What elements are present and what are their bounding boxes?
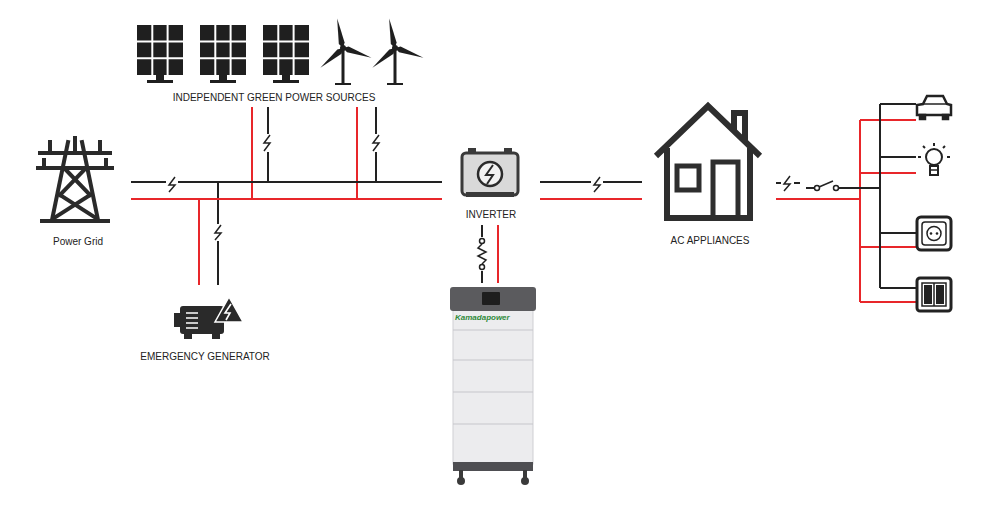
battery-cabinet bbox=[450, 287, 536, 485]
switch-icon bbox=[917, 278, 951, 311]
node-label: EMERGENCY GENERATOR bbox=[127, 351, 283, 363]
bolt-marker bbox=[166, 134, 790, 241]
wire-segment bbox=[268, 107, 442, 182]
generator-icon bbox=[174, 297, 243, 339]
wire-segment bbox=[252, 107, 442, 199]
power-wire bbox=[252, 107, 442, 199]
node-label: Kamadapower bbox=[455, 313, 510, 323]
car-icon bbox=[917, 96, 951, 119]
node-label: INVERTER bbox=[442, 209, 540, 221]
house-node: AC APPLIANCES bbox=[642, 98, 778, 250]
node-label: AC APPLIANCES bbox=[642, 235, 778, 247]
resistor-symbol bbox=[476, 237, 488, 271]
node-label: INDEPENDENT GREEN POWER SOURCES bbox=[125, 92, 423, 104]
power-grid-node: Power Grid bbox=[25, 135, 131, 250]
wire-segment bbox=[218, 182, 442, 285]
generator-node: EMERGENCY GENERATOR bbox=[127, 285, 283, 367]
wire-segment bbox=[199, 199, 442, 285]
node-label: Power Grid bbox=[25, 236, 131, 248]
appliance-wiring bbox=[776, 104, 916, 302]
inverter-icon bbox=[462, 148, 518, 197]
bulb-icon bbox=[918, 143, 950, 175]
green-sources-node: INDEPENDENT GREEN POWER SOURCES bbox=[125, 15, 423, 107]
wind-turbine-icon bbox=[320, 18, 425, 84]
battery-node: Kamadapower bbox=[448, 283, 538, 488]
wire-segment bbox=[540, 198, 642, 200]
house-icon bbox=[656, 106, 760, 218]
power-tower-icon bbox=[38, 138, 112, 221]
inverter-node: INVERTER bbox=[442, 143, 540, 225]
socket-icon bbox=[917, 217, 951, 250]
power-wire bbox=[199, 182, 442, 285]
solar-panel-icon bbox=[137, 25, 309, 83]
wire-segment bbox=[497, 225, 499, 283]
wire-segment bbox=[356, 107, 358, 199]
